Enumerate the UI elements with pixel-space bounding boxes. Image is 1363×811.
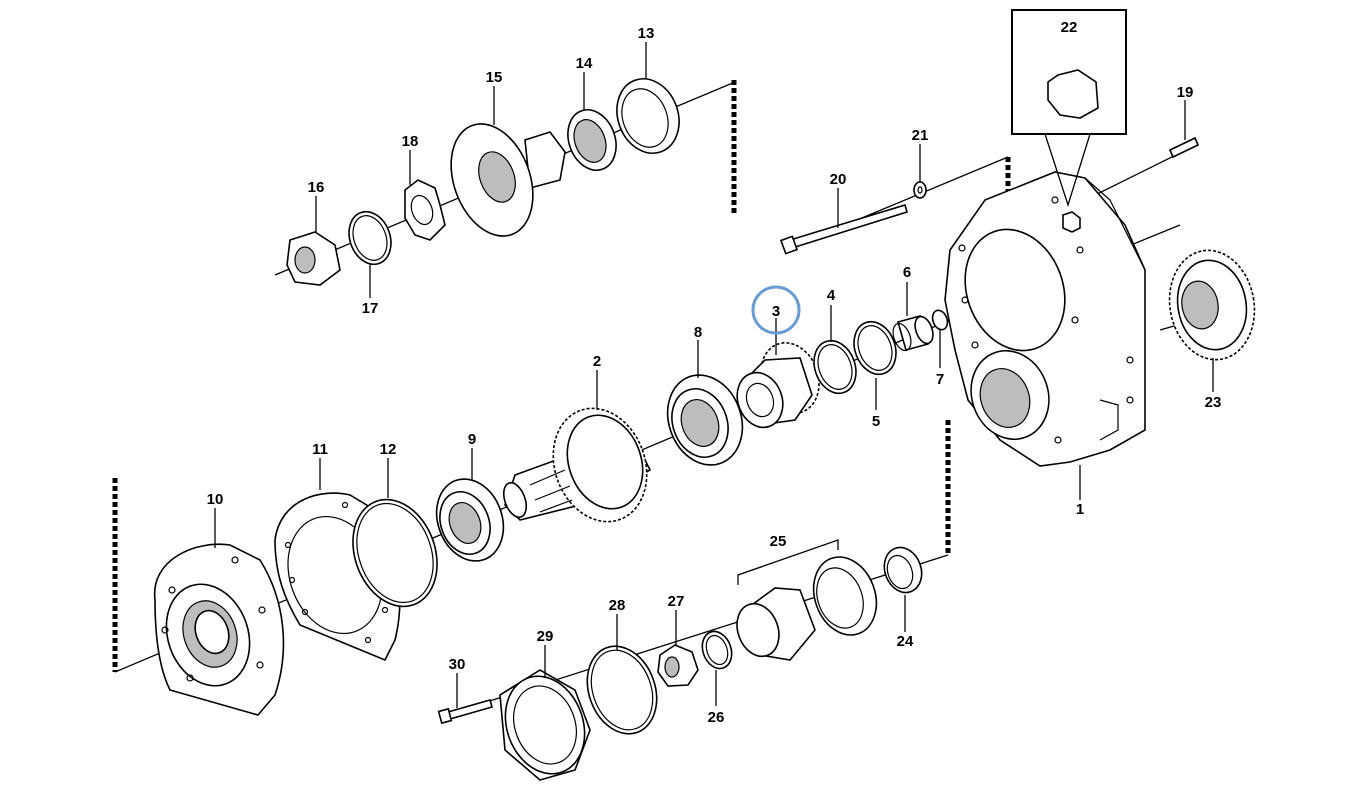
callout-23[interactable]: 23 bbox=[1205, 394, 1222, 411]
part-28-o-ring[interactable] bbox=[576, 636, 669, 743]
callout-3[interactable]: 3 bbox=[772, 303, 780, 320]
callout-leader-lines bbox=[214, 42, 1214, 708]
callout-15[interactable]: 15 bbox=[486, 69, 503, 86]
callout-2[interactable]: 2 bbox=[593, 353, 601, 370]
part-30-bolt[interactable] bbox=[437, 699, 493, 725]
part-1-housing[interactable] bbox=[944, 171, 1146, 467]
dashed-leader-lines bbox=[112, 80, 1011, 672]
callout-6[interactable]: 6 bbox=[903, 264, 911, 281]
highlight-circle bbox=[751, 285, 801, 335]
callout-5[interactable]: 5 bbox=[872, 413, 880, 430]
part-13-seal-ring[interactable] bbox=[607, 70, 689, 162]
part-8-ball-bearing[interactable] bbox=[655, 364, 754, 475]
part-9-ball-bearing[interactable] bbox=[426, 470, 515, 571]
callout-labels: 1 2 3 4 5 6 7 8 9 10 11 12 13 14 15 16 1… bbox=[207, 19, 1222, 726]
callout-11[interactable]: 11 bbox=[312, 441, 328, 458]
part-4-o-ring[interactable] bbox=[807, 335, 863, 399]
callout-8[interactable]: 8 bbox=[694, 324, 702, 341]
callout-21[interactable]: 21 bbox=[912, 127, 929, 144]
callout-7[interactable]: 7 bbox=[936, 371, 944, 388]
callout-4[interactable]: 4 bbox=[827, 287, 836, 304]
callout-30[interactable]: 30 bbox=[449, 656, 466, 673]
callout-9[interactable]: 9 bbox=[468, 431, 476, 448]
part-6-needle-bearing[interactable] bbox=[890, 314, 937, 353]
callout-27[interactable]: 27 bbox=[668, 593, 685, 610]
callout-26[interactable]: 26 bbox=[708, 709, 725, 726]
callout-28[interactable]: 28 bbox=[609, 597, 626, 614]
callout-22[interactable]: 22 bbox=[1061, 19, 1078, 36]
part-18-lock-washer[interactable] bbox=[404, 179, 446, 241]
part-2-shaft-gear[interactable] bbox=[499, 395, 662, 535]
callout-17[interactable]: 17 bbox=[362, 300, 379, 317]
part-20-bolt[interactable] bbox=[779, 203, 908, 255]
callout-20[interactable]: 20 bbox=[830, 171, 847, 188]
part-22-detail-box[interactable] bbox=[1011, 9, 1127, 233]
part-12-o-ring[interactable] bbox=[339, 488, 452, 619]
part-24-bearing-race[interactable] bbox=[878, 542, 928, 598]
callout-1[interactable]: 1 bbox=[1076, 501, 1084, 518]
part-19-pin[interactable] bbox=[1168, 136, 1200, 159]
callout-12[interactable]: 12 bbox=[380, 441, 397, 458]
callout-14[interactable]: 14 bbox=[576, 55, 593, 72]
part-25-taper-bearing[interactable] bbox=[730, 539, 887, 662]
part-10-bearing-cover[interactable] bbox=[153, 543, 285, 716]
part-23-gear[interactable] bbox=[1161, 244, 1263, 367]
callout-10[interactable]: 10 bbox=[207, 491, 224, 508]
part-29-end-cover[interactable] bbox=[492, 665, 598, 785]
part-21-washer[interactable] bbox=[913, 181, 927, 199]
part-7-ring[interactable] bbox=[930, 308, 950, 332]
part-15-flange[interactable] bbox=[436, 113, 566, 248]
part-5-snap-ring[interactable] bbox=[847, 316, 903, 380]
part-16-nut[interactable] bbox=[286, 231, 341, 286]
part-17-snap-ring[interactable] bbox=[342, 206, 398, 270]
callout-19[interactable]: 19 bbox=[1177, 84, 1194, 101]
part-26-circlip[interactable] bbox=[697, 627, 736, 672]
callout-16[interactable]: 16 bbox=[308, 179, 325, 196]
callout-24[interactable]: 24 bbox=[897, 633, 914, 650]
part-14-seal[interactable] bbox=[560, 103, 624, 177]
part-27-nut[interactable] bbox=[657, 644, 699, 687]
callout-25[interactable]: 25 bbox=[770, 533, 787, 550]
callout-29[interactable]: 29 bbox=[537, 628, 554, 645]
callout-18[interactable]: 18 bbox=[402, 133, 419, 150]
part-3-coupling-sleeve[interactable] bbox=[730, 335, 829, 434]
callout-13[interactable]: 13 bbox=[638, 25, 655, 42]
